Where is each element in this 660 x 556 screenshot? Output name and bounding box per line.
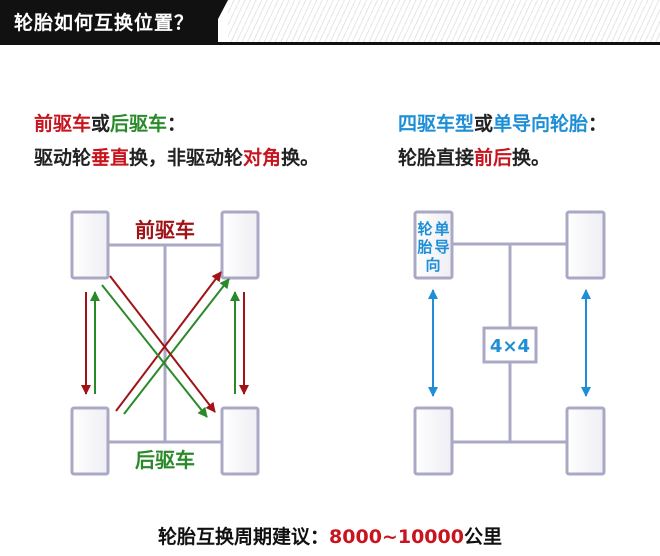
header-slant [206,0,228,42]
awd-label-box [482,326,538,364]
drive-wheel-text: 驱动轮 [34,147,92,169]
arrow-diagonal-red-2 [109,275,216,413]
tire-front-right [220,210,260,280]
tire-awd-rear-left [413,406,454,476]
left-rule-line1: 前驱车或后驱车： [34,109,186,136]
header-stripes [228,0,660,42]
interval-value: 8000~10000 [329,526,464,548]
page-title: 轮胎如何互换位置？ [14,12,195,34]
right-rule-line2: 轮胎直接前后换。 [398,143,550,170]
diagonal-text: 对角 [243,147,282,169]
front-rear-text: 前后 [474,147,513,169]
directional-tire-text: 单导向轮胎 [493,113,589,135]
directional-tire-char-3: 胎 [417,238,432,256]
directional-tire-char-1: 轮 [417,220,432,238]
awd-label: 4×4 [490,336,530,357]
tire-awd-front-left [413,210,454,280]
left-rule-line2: 驱动轮垂直换，非驱动轮对角换。 [34,143,319,170]
swap-text-right: 换。 [512,147,551,169]
tire-front-left [70,210,110,280]
arrow-diagonal-green-2 [101,284,208,418]
header-underline [0,42,660,45]
tire-awd-rear-right [565,406,606,476]
non-drive-wheel-text: 换，非驱动轮 [129,147,244,169]
tire-rear-left [70,406,110,476]
rear-drive-text: 后驱车 [110,113,168,135]
awd-text: 四驱车型 [398,113,475,135]
or-text-right: 或 [474,113,494,135]
swap-text: 换。 [281,147,320,169]
header-bar: 轮胎如何互换位置？ [0,0,660,45]
rear-drive-label: 后驱车 [135,448,195,472]
tire-awd-front-right [565,210,606,280]
or-text: 或 [91,113,111,135]
front-drive-label: 前驱车 [135,218,195,242]
front-drive-text: 前驱车 [34,113,92,135]
directional-tire-char-2: 单 [434,220,449,238]
vertical-text: 垂直 [91,147,130,169]
directional-tire-char-4: 导 [434,238,449,256]
arrow-diagonal-red-1 [115,271,222,412]
left-chassis [108,243,222,444]
tire-direct-text: 轮胎直接 [398,147,475,169]
tire-rear-right [220,406,260,476]
colon-text: ： [167,113,187,135]
right-rule-line1: 四驱车型或单导向轮胎： [398,109,607,136]
arrow-diagonal-green-1 [123,278,230,415]
header-title-block [0,0,218,42]
interval-unit: 公里 [463,526,502,548]
interval-text: 轮胎互换周期建议： [158,526,330,548]
rotation-interval: 轮胎互换周期建议：8000~10000公里 [0,522,660,549]
colon-text-right: ： [588,113,608,135]
directional-tire-char-5: 向 [425,256,440,274]
